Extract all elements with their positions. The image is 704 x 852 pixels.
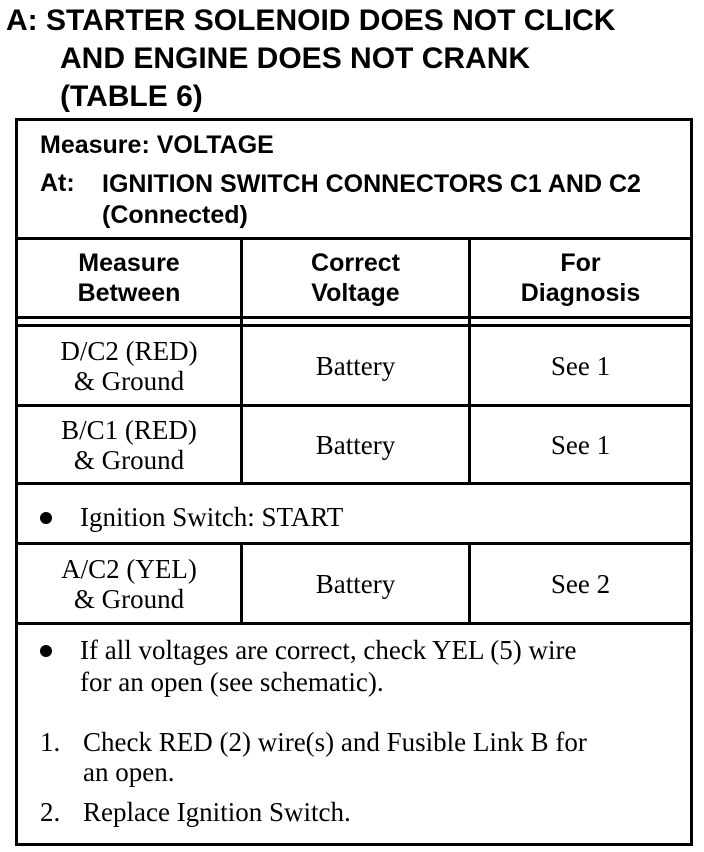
header-double-rule	[18, 324, 690, 327]
table-row-1-between: D/C2 (RED)& Ground	[60, 335, 198, 396]
diagnosis-item-1: 1. Check RED (2) wire(s) and Fusible Lin…	[40, 727, 587, 787]
bullet-icon	[40, 645, 52, 657]
column-divider	[240, 237, 243, 482]
divider	[18, 622, 690, 625]
step-instruction: Ignition Switch: START	[40, 501, 343, 533]
table-row-1-voltage: Battery	[315, 350, 396, 381]
table-row-3-voltage: Battery	[315, 568, 396, 599]
at-label: At:	[40, 169, 75, 197]
header-double-rule	[18, 316, 690, 319]
divider	[18, 404, 690, 407]
final-note: If all voltages are correct, check YEL (…	[40, 634, 580, 698]
at-location: IGNITION SWITCH CONNECTORS C1 AND C2 (Co…	[102, 170, 641, 229]
column-divider	[468, 237, 471, 482]
title-line-3: (TABLE 6)	[60, 80, 203, 113]
table-row-3-diagnosis: See 2	[550, 568, 611, 599]
page-title: A: STARTER SOLENOID DOES NOT CLICK AND E…	[6, 2, 701, 116]
diagnosis-item-2: 2. Replace Ignition Switch.	[40, 797, 351, 827]
divider	[18, 482, 690, 485]
title-line-2: AND ENGINE DOES NOT CRANK	[60, 42, 531, 75]
divider	[18, 542, 690, 545]
table-row-3-between: A/C2 (YEL)& Ground	[61, 553, 197, 614]
table-row-2-diagnosis: See 1	[550, 429, 611, 460]
test-table: Measure: VOLTAGE At: IGNITION SWITCH CON…	[15, 118, 693, 846]
measure-label: Measure: VOLTAGE	[40, 131, 274, 159]
table-row-1-diagnosis: See 1	[550, 350, 611, 381]
column-divider	[468, 542, 471, 622]
table-row-2-between: B/C1 (RED)& Ground	[61, 414, 197, 475]
bullet-icon	[40, 512, 52, 524]
column-divider	[240, 542, 243, 622]
divider	[18, 237, 690, 240]
table-row-2-voltage: Battery	[315, 429, 396, 460]
title-line-1: A: STARTER SOLENOID DOES NOT CLICK	[6, 4, 616, 37]
